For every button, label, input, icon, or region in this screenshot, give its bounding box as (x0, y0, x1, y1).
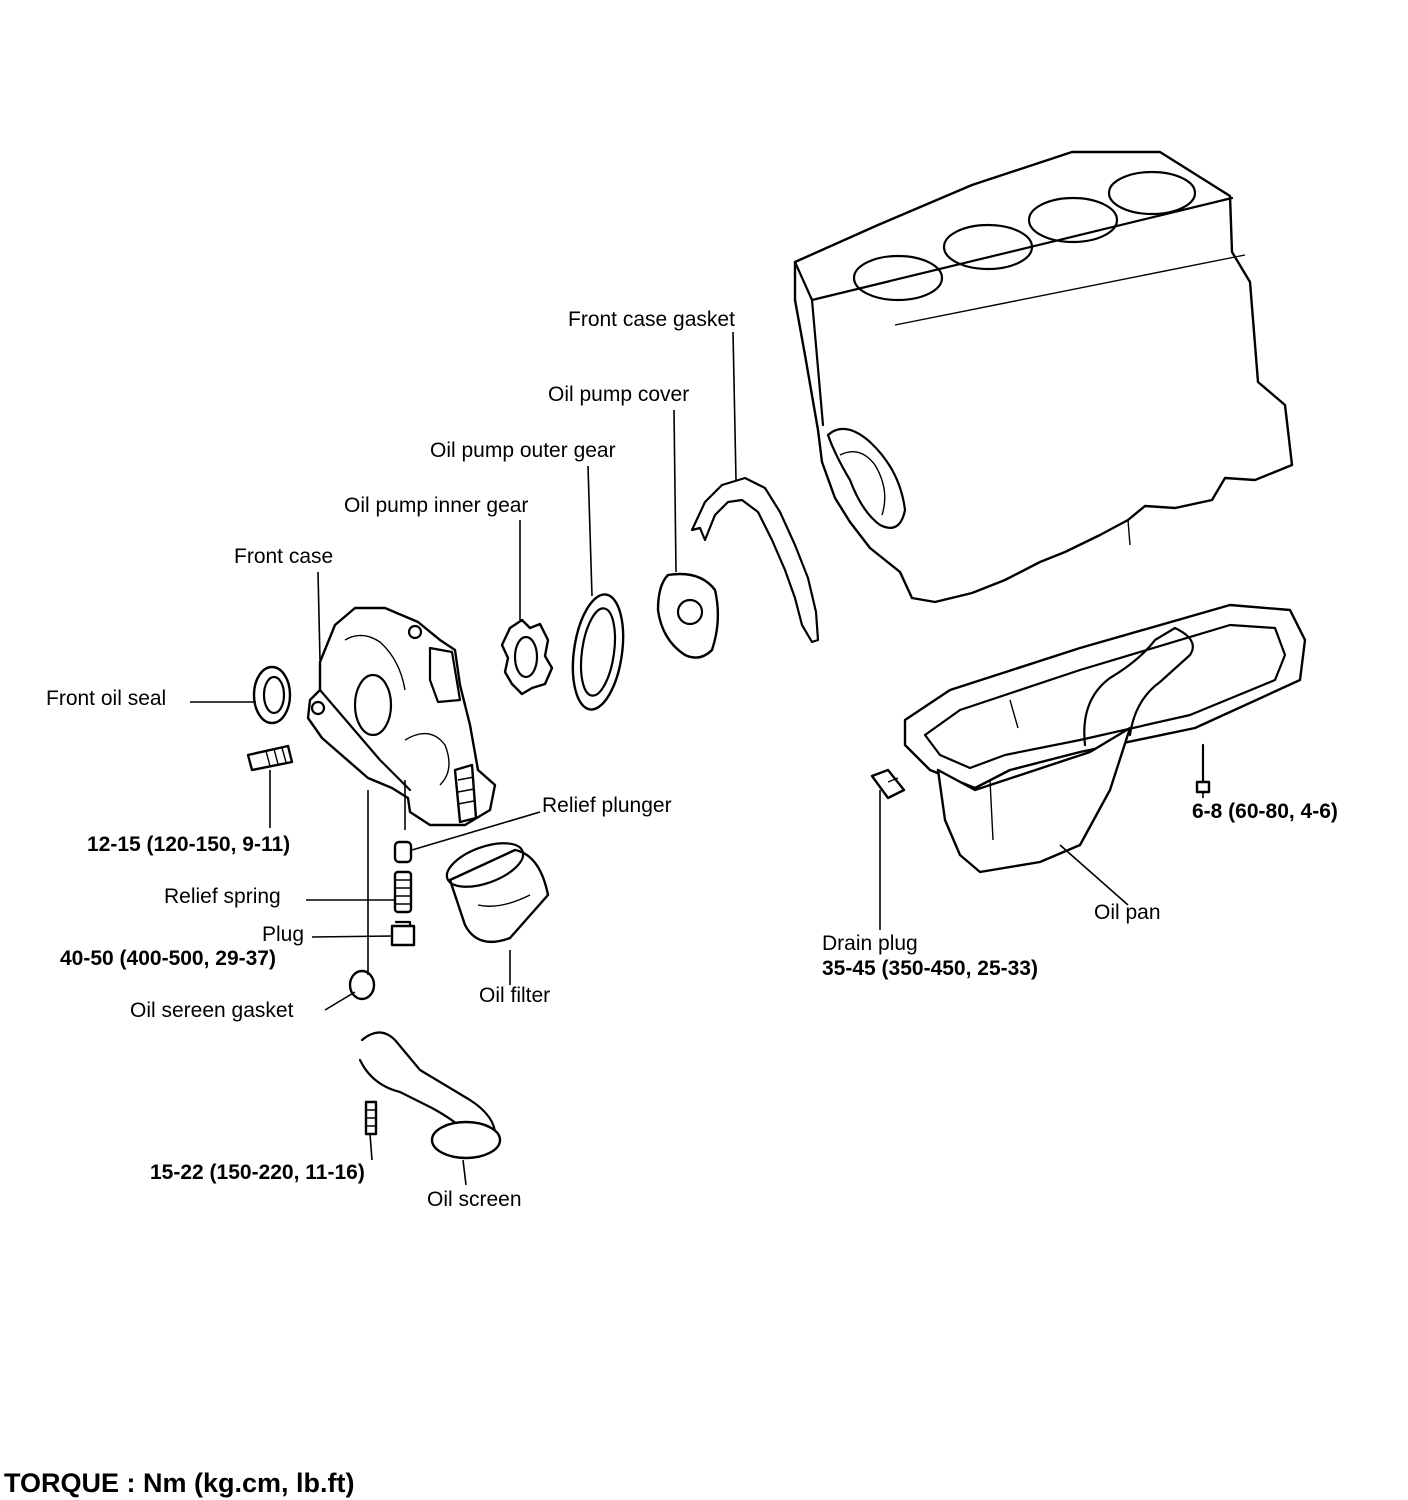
label-oil-pump-cover: Oil pump cover (548, 383, 690, 406)
label-front-case-gasket: Front case gasket (568, 308, 735, 331)
label-oil-screen: Oil screen (427, 1188, 522, 1211)
oil-screen-shape (358, 1031, 502, 1160)
front-oil-seal-shape (252, 665, 292, 725)
oil-screen-gasket-shape (348, 969, 376, 1001)
cylinder-block (793, 150, 1294, 604)
torque-plug: 40-50 (400-500, 29-37) (60, 947, 276, 970)
label-front-oil-seal: Front oil seal (46, 687, 167, 710)
oil-filter-shape (445, 842, 550, 943)
front-case-shape (306, 606, 497, 827)
label-oil-pump-inner-gear: Oil pump inner gear (344, 494, 529, 517)
drain-plug-shape (870, 768, 906, 800)
leader-lines (190, 331, 1204, 1186)
oil-pump-outer-gear-shape (571, 593, 625, 711)
label-front-case: Front case (234, 545, 334, 568)
torque-oil-screen-bolt: 15-22 (150-220, 11-16) (150, 1161, 365, 1184)
label-oil-pan: Oil pan (1094, 901, 1161, 924)
label-oil-screen-gasket: Oil sereen gasket (130, 999, 294, 1022)
label-oil-filter: Oil filter (479, 984, 551, 1007)
label-relief-spring: Relief spring (164, 885, 281, 908)
label-relief-plunger: Relief plunger (542, 794, 672, 817)
label-plug: Plug (262, 923, 305, 946)
oil-pump-cover-shape (656, 572, 720, 659)
torque-drain-plug: 35-45 (350-450, 25-33) (822, 957, 1038, 980)
oil-pan-bolt-shape (1195, 743, 1211, 794)
torque-oil-pan-bolt: 6-8 (60-80, 4-6) (1192, 800, 1338, 823)
oil-pump-inner-gear-shape (500, 618, 554, 696)
label-drain-plug: Drain plug (822, 932, 918, 955)
label-oil-pump-outer-gear: Oil pump outer gear (430, 439, 616, 462)
front-case-bolt-shape (246, 744, 294, 772)
torque-front-case-bolt: 12-15 (120-150, 9-11) (87, 833, 291, 856)
oil-pan-shape (903, 603, 1307, 874)
relief-parts-shape (390, 840, 416, 947)
torque-units-footer: TORQUE : Nm (kg.cm, lb.ft) (4, 1468, 355, 1498)
front-case-gasket-shape (690, 476, 820, 644)
